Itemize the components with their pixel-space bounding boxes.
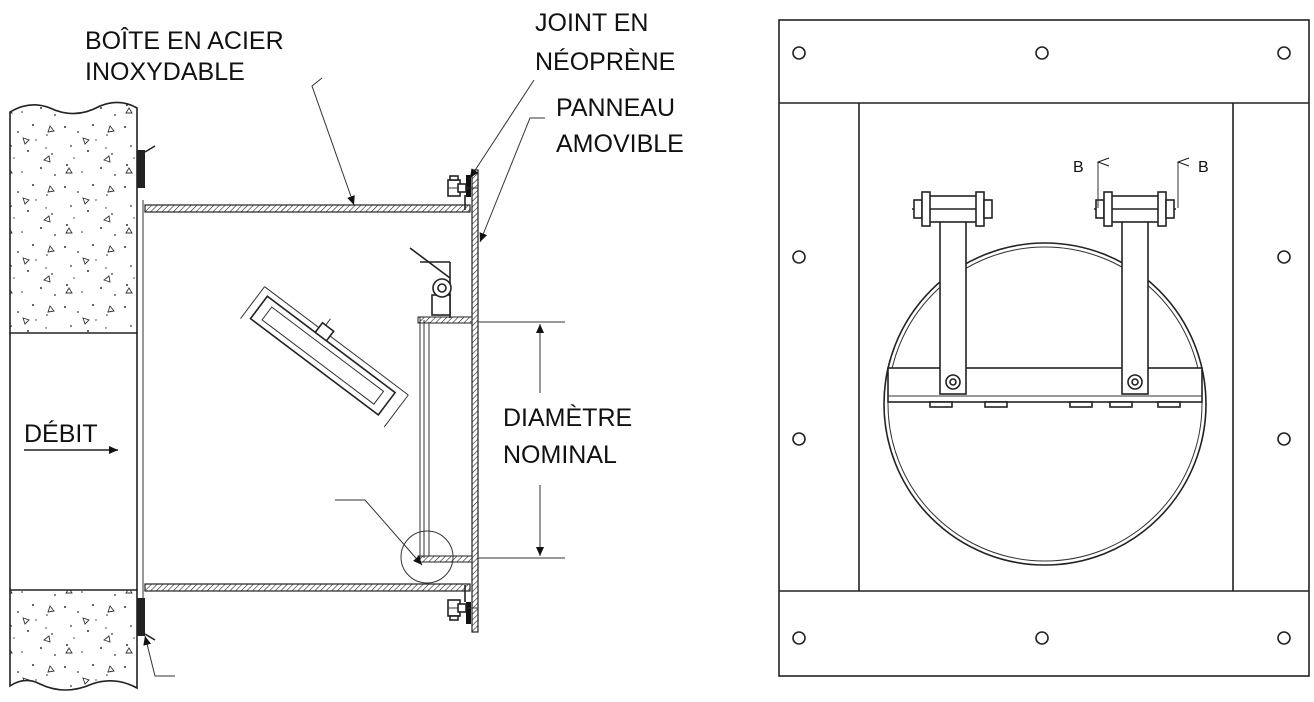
crossbar-tab (929, 401, 953, 408)
flap-disc (240, 286, 409, 428)
box-top-wall (144, 204, 471, 213)
flange-lip-upper (144, 145, 156, 153)
hinge-strap-right (1094, 191, 1176, 395)
concrete-wall-lower (9, 589, 138, 691)
crossbar-tab (984, 401, 1008, 408)
spigot-bottom (417, 555, 473, 563)
detail-circle (400, 530, 454, 584)
duct-opening-inner (887, 246, 1203, 562)
flange-lip-lower (144, 633, 156, 641)
section-mark-b-left: B (1073, 159, 1084, 176)
leader-gasket (469, 79, 535, 179)
neoprene-gasket-lower (466, 602, 471, 624)
panel-bolt-upper (447, 175, 478, 197)
removable-panel (471, 169, 479, 633)
leader-panel (479, 117, 545, 243)
section-view: BOÎTE EN ACIER INOXYDABLE JOINT EN NÉOPR… (9, 9, 684, 691)
crossbar (887, 367, 1203, 403)
crossbar-tab (1069, 401, 1093, 408)
wall-flange-upper (137, 150, 145, 188)
bolt-hole (792, 46, 806, 60)
leader-box (311, 77, 355, 206)
label-panel-line1: PANNEAU (556, 94, 675, 122)
spigot-top (417, 316, 473, 324)
front-view: B B (778, 19, 1310, 677)
wall-flange-lower (137, 598, 145, 636)
leader-detail (335, 499, 423, 566)
label-diameter-line1: DIAMÈTRE (503, 403, 632, 432)
bolt-hole (792, 631, 806, 645)
leader-wall-flange (143, 635, 175, 677)
bolt-hole (1277, 46, 1291, 60)
label-gasket-line1: JOINT EN (535, 9, 648, 37)
crossbar-tab (1109, 401, 1133, 408)
bolt-hole (792, 432, 806, 446)
label-box-line2: INOXYDABLE (85, 58, 245, 86)
label-panel-line2: AMOVIBLE (556, 130, 684, 158)
label-box-line1: BOÎTE EN ACIER (85, 26, 284, 55)
label-flow: DÉBIT (24, 419, 98, 448)
bolt-hole (1277, 250, 1291, 264)
bolt-hole (1035, 631, 1049, 645)
label-diameter-line2: NOMINAL (503, 441, 617, 469)
crossbar-tab (1157, 401, 1181, 408)
neoprene-gasket-upper (466, 175, 471, 197)
flap-hinge (420, 261, 452, 318)
panel-bolt-lower (447, 599, 478, 621)
box-bottom-wall (144, 583, 471, 592)
bolt-holes (792, 46, 1291, 645)
bolt-hole (1277, 432, 1291, 446)
bolt-hole (1035, 46, 1049, 60)
bolt-hole (1277, 631, 1291, 645)
concrete-wall-upper (9, 101, 138, 334)
section-mark-b-right: B (1198, 159, 1209, 176)
bolt-hole (792, 250, 806, 264)
label-gasket-line2: NÉOPRÈNE (535, 47, 675, 76)
hinge-strap-left (912, 191, 993, 395)
flap-arm (409, 247, 451, 279)
